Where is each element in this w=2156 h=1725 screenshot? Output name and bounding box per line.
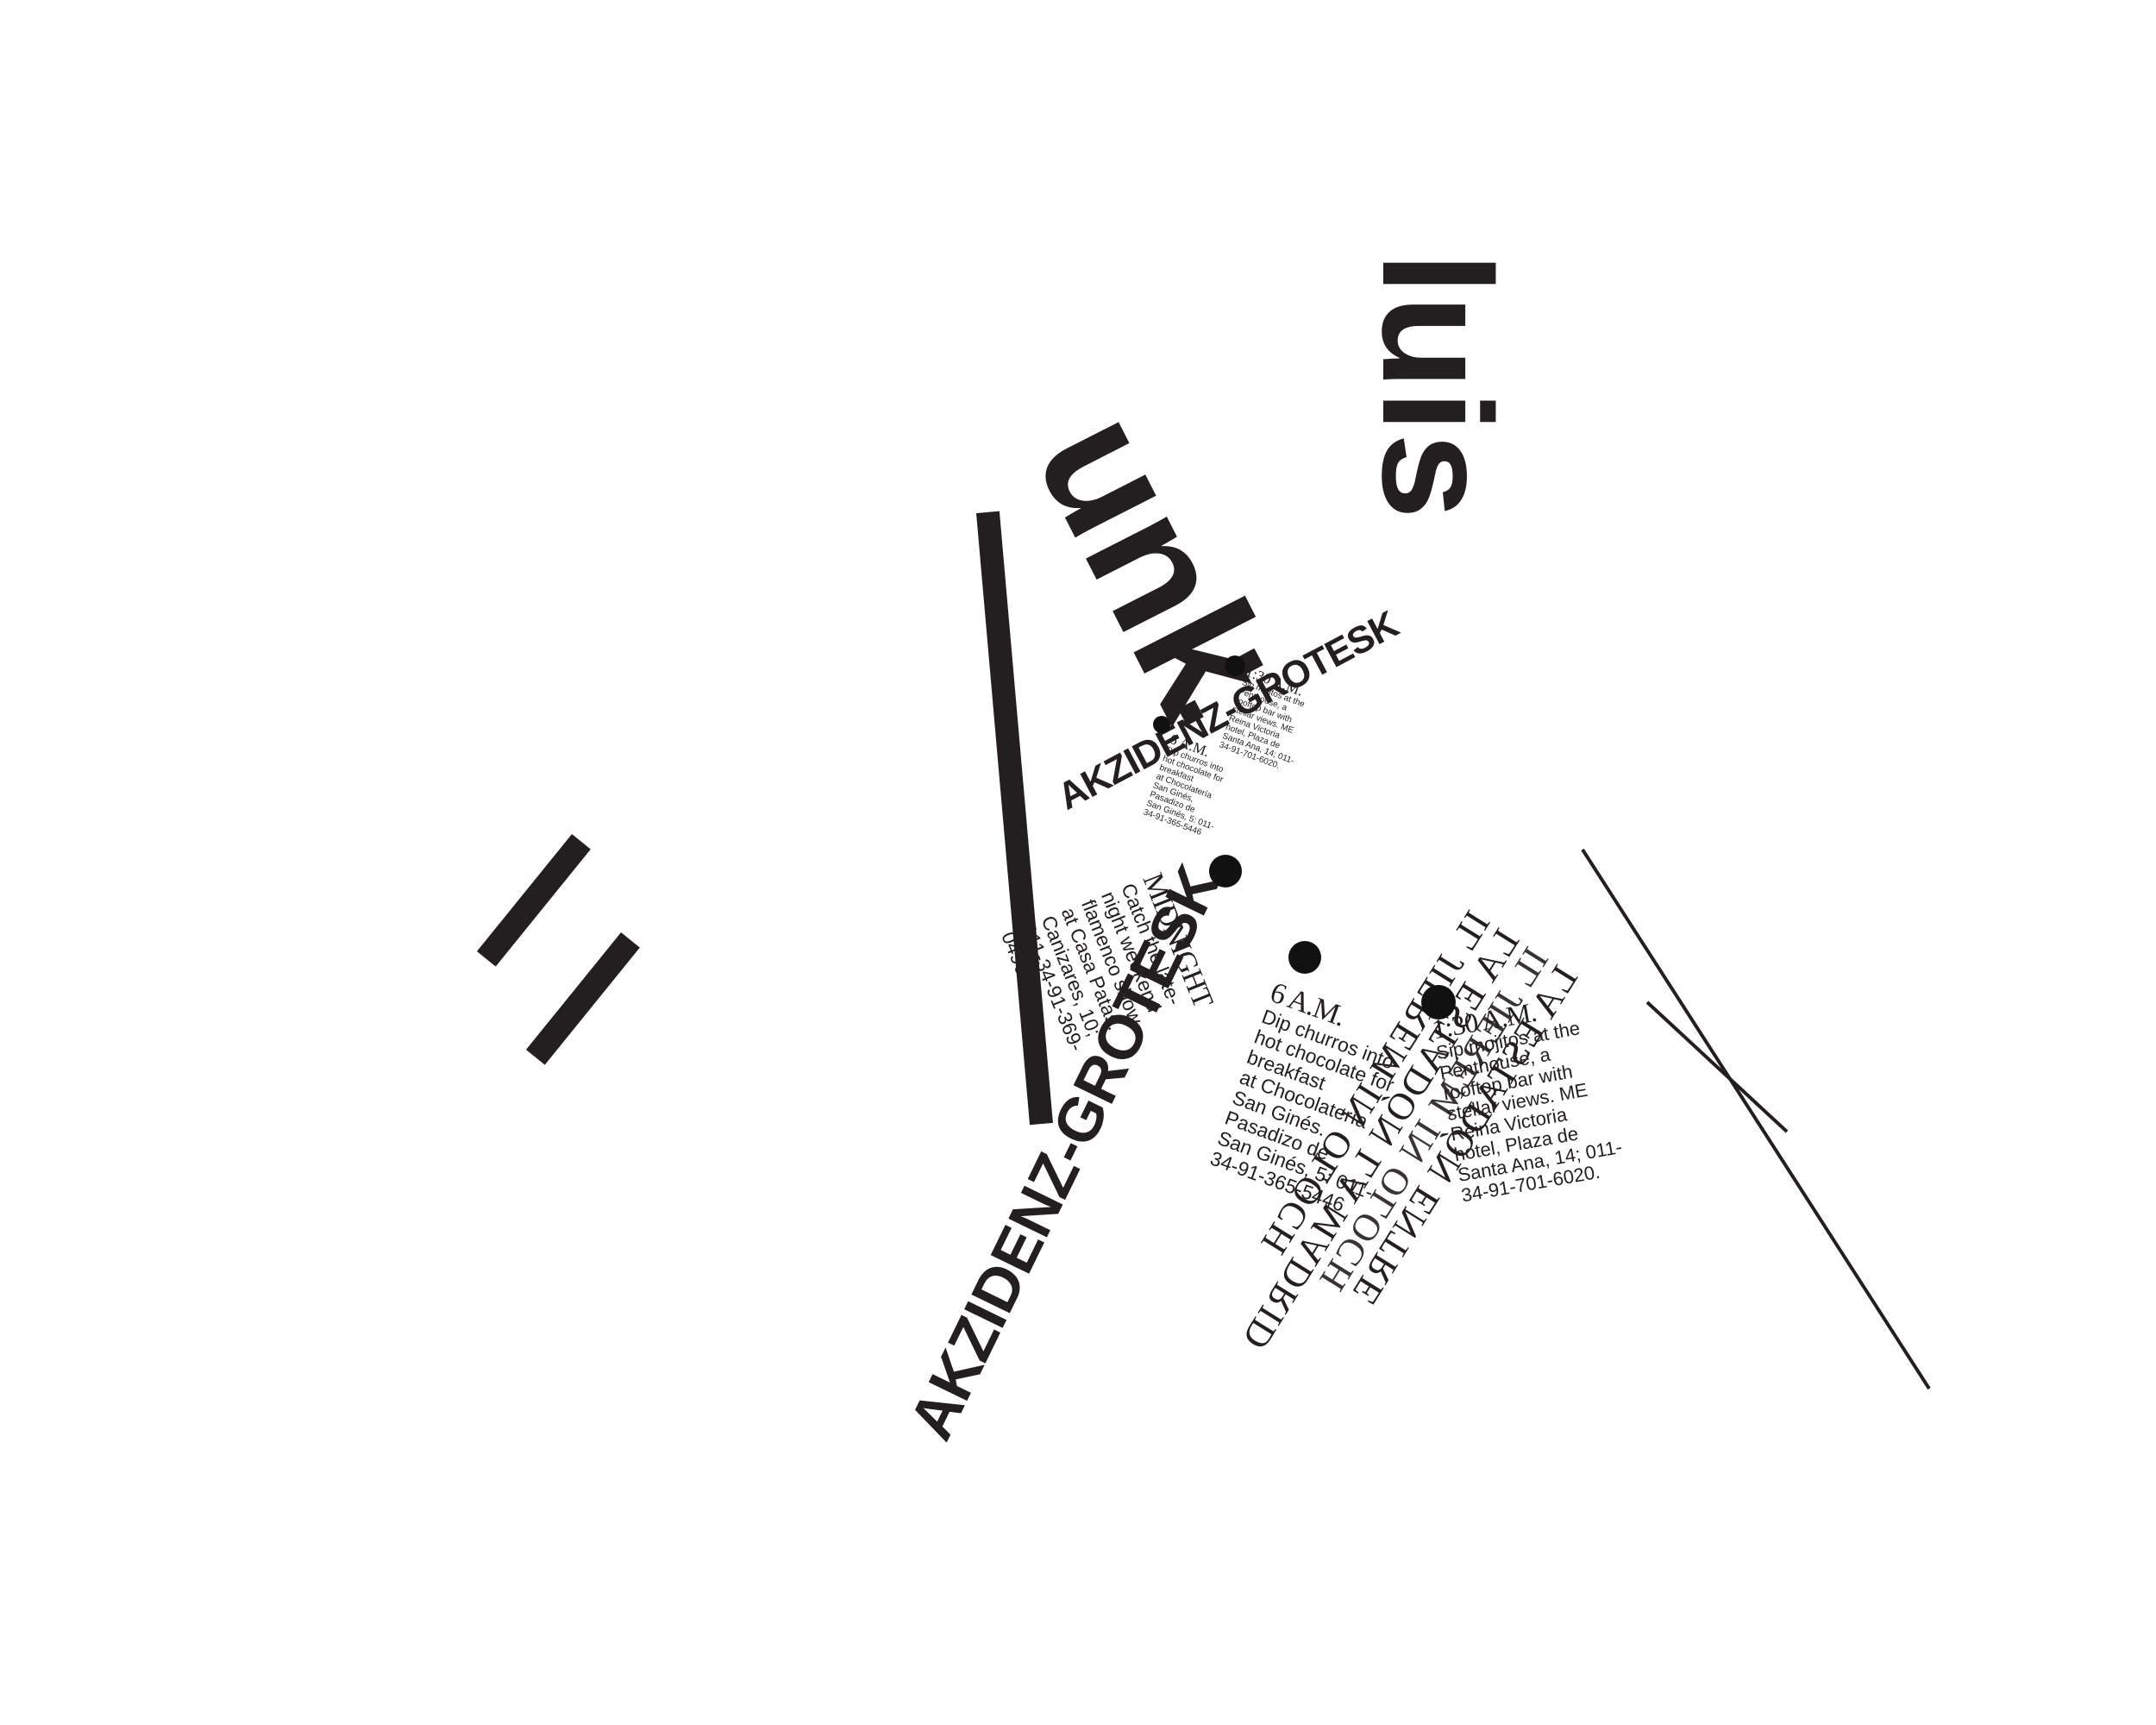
long-diagonal-line	[1581, 848, 1931, 1390]
entry-130am: 1:30 A.M. Sip mojitos at the Penthouse, …	[1430, 988, 1627, 1207]
entry-130am-text: Sip mojitos at the Penthouse, a rooftop …	[1434, 1017, 1624, 1207]
bullet-dot-130am-small	[1225, 656, 1245, 676]
bullet-dot-midnight	[1209, 855, 1242, 888]
bullet-dot-130am	[1421, 985, 1456, 1019]
bullet-dot-6am-small	[1153, 716, 1170, 733]
short-diagonal-line	[1645, 1000, 1789, 1133]
word-luis: luis	[1350, 252, 1523, 520]
bullet-dot-6am	[1288, 941, 1321, 974]
